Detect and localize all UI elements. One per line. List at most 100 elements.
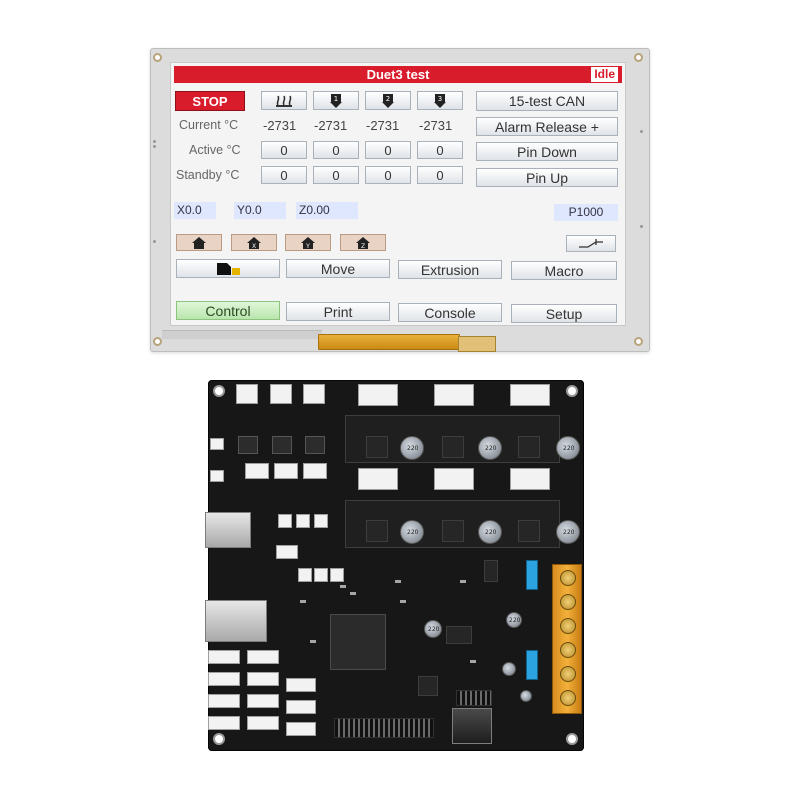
pin-down-button[interactable]: Pin Down — [476, 142, 618, 161]
bed-compensation-icon — [579, 238, 603, 248]
tab-setup[interactable]: Setup — [511, 304, 617, 323]
mount-hole — [634, 53, 643, 62]
svg-text:3: 3 — [438, 95, 442, 103]
standby-temp-tool-3-field[interactable]: 0 — [417, 166, 463, 184]
heater-connector — [274, 463, 298, 479]
active-temp-tool-2-field[interactable]: 0 — [365, 141, 411, 159]
extrusion-button[interactable]: Extrusion — [398, 260, 502, 279]
mosfet — [305, 436, 325, 454]
move-button[interactable]: Move — [286, 259, 390, 278]
motor-connector — [358, 468, 398, 490]
terminal-screw — [560, 666, 576, 682]
tool-3-button[interactable]: 3 — [417, 91, 463, 110]
emergency-stop-button[interactable]: STOP — [175, 91, 245, 111]
home-all-button[interactable] — [176, 234, 222, 251]
terminal-screw — [560, 690, 576, 706]
title-bar: Duet3 test Idle — [174, 66, 622, 83]
radiator-icon — [276, 95, 292, 107]
tab-print[interactable]: Print — [286, 302, 390, 321]
panel-dot — [640, 130, 643, 133]
paneldue-screen: Duet3 test Idle STOP 1 2 3 15-test CAN C… — [170, 62, 626, 326]
tool-2-button[interactable]: 2 — [365, 91, 411, 110]
io-connector — [247, 650, 279, 664]
capacitor: 220 — [506, 612, 522, 628]
motor-connector — [510, 384, 550, 406]
bed-compensation-button[interactable] — [566, 235, 616, 252]
temp-connector — [314, 568, 328, 582]
terminal-screw — [560, 594, 576, 610]
home-z-icon: Z — [356, 236, 370, 249]
svg-text:1: 1 — [334, 95, 338, 103]
home-y-button[interactable]: Y — [285, 234, 331, 251]
standby-temp-label: Standby °C — [176, 168, 240, 182]
standby-temp-tool-1-field[interactable]: 0 — [313, 166, 359, 184]
mosfet — [238, 436, 258, 454]
heater-bed-button[interactable] — [261, 91, 307, 110]
temp-connector — [330, 568, 344, 582]
current-temp-tool-2: -2731 — [366, 118, 400, 133]
mosfet — [272, 436, 292, 454]
files-button[interactable] — [176, 259, 280, 278]
alarm-release-button[interactable]: Alarm Release + — [476, 117, 618, 136]
active-temp-bed-field[interactable]: 0 — [261, 141, 307, 159]
io-connector — [247, 694, 279, 708]
capacitor: 220 — [400, 520, 424, 544]
home-z-button[interactable]: Z — [340, 234, 386, 251]
x-position: X0.0 — [174, 202, 216, 219]
io-connector — [208, 650, 240, 664]
panel-dot — [640, 225, 643, 228]
sd-card-icon — [217, 262, 240, 275]
motor-connector — [358, 384, 398, 406]
stepper-driver-chip — [366, 436, 388, 458]
stepper-driver-chip — [518, 520, 540, 542]
home-y-icon: Y — [301, 236, 315, 249]
ribbon-cable — [318, 334, 460, 350]
fan-connector — [236, 384, 258, 404]
capacitor: 220 — [424, 620, 442, 638]
capacitor — [520, 690, 532, 702]
fuse-holder — [526, 650, 538, 680]
panel-dot — [153, 140, 156, 143]
mount-hole — [153, 53, 162, 62]
motor-connector — [434, 384, 474, 406]
stepper-driver-chip — [518, 436, 540, 458]
machine-name: Duet3 test — [366, 67, 430, 82]
current-temp-tool-1: -2731 — [314, 118, 348, 133]
tab-control[interactable]: Control — [176, 301, 280, 320]
panel-dot — [153, 240, 156, 243]
stepper-driver-chip — [366, 520, 388, 542]
ethernet-port — [205, 600, 267, 642]
io-connector — [286, 700, 316, 714]
home-x-icon: X — [247, 236, 261, 249]
side-connector — [210, 470, 224, 482]
active-temp-tool-1-field[interactable]: 0 — [313, 141, 359, 159]
capacitor: 220 — [478, 436, 502, 460]
home-x-button[interactable]: X — [231, 234, 277, 251]
active-temp-tool-3-field[interactable]: 0 — [417, 141, 463, 159]
io-connector — [208, 694, 240, 708]
svg-text:2: 2 — [386, 95, 390, 103]
terminal-screw — [560, 642, 576, 658]
heater-connector — [245, 463, 269, 479]
io-connector — [208, 672, 240, 686]
motor-connector — [510, 468, 550, 490]
standby-temp-tool-2-field[interactable]: 0 — [365, 166, 411, 184]
can-macro-button[interactable]: 15-test CAN — [476, 91, 618, 111]
tab-console[interactable]: Console — [398, 303, 502, 322]
macro-button[interactable]: Macro — [511, 261, 617, 280]
capacitor — [502, 662, 516, 676]
current-temp-tool-3: -2731 — [419, 118, 453, 133]
tool-1-button[interactable]: 1 — [313, 91, 359, 110]
stepper-driver-chip — [442, 520, 464, 542]
endstop-connector — [314, 514, 328, 528]
download-1-icon: 1 — [330, 93, 342, 108]
sd-card-slot — [205, 512, 251, 548]
io-connector — [286, 678, 316, 692]
pin-up-button[interactable]: Pin Up — [476, 168, 618, 187]
standby-temp-bed-field[interactable]: 0 — [261, 166, 307, 184]
board-mount-hole — [566, 733, 578, 745]
heater-connector — [303, 463, 327, 479]
status-badge: Idle — [591, 67, 618, 82]
current-temp-label: Current °C — [179, 118, 239, 132]
fuse — [484, 560, 498, 582]
